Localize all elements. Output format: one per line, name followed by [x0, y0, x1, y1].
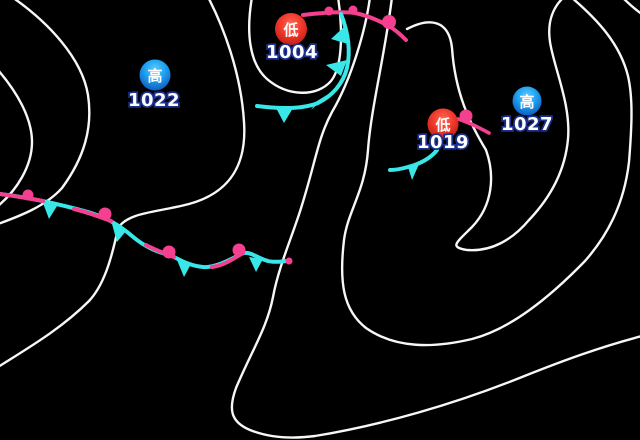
cold-triangle	[408, 162, 420, 180]
cold-triangle	[43, 203, 57, 219]
isobar-trough-hairpin	[405, 0, 570, 252]
high-symbol: 高	[147, 67, 162, 85]
pressure-value-label: 1022	[128, 90, 180, 111]
warm-bump	[324, 6, 334, 16]
cold-triangle	[177, 260, 191, 277]
warm-front-end-dot	[285, 257, 293, 265]
pressure-value-label: 1004	[266, 42, 318, 63]
isobar-top-right-corner	[623, 0, 640, 15]
warm-bump	[382, 15, 396, 29]
high-pressure-circle	[139, 59, 171, 91]
warm-bump	[348, 5, 358, 15]
front-cold-1019	[388, 148, 439, 180]
pressure-value-label: 1027	[501, 114, 553, 135]
warm-bump	[22, 189, 34, 201]
pressure-marker-low-1019: 低 1019	[415, 108, 470, 155]
low-symbol: 低	[282, 21, 298, 39]
isobar-top-left	[0, 0, 91, 225]
warm-bump	[98, 207, 112, 221]
front-warm-1019	[456, 109, 491, 135]
front-warm-1004	[301, 5, 408, 42]
cold-triangle	[331, 26, 348, 44]
isobar-long-south	[230, 0, 640, 439]
low-symbol: 低	[434, 116, 450, 134]
pressure-value-label: 1019	[417, 132, 469, 153]
isobar-left-bump	[0, 70, 34, 206]
front-cold-1004	[255, 12, 351, 123]
stationary-front-warm-seg-1	[0, 192, 45, 203]
front-stationary-west	[0, 189, 293, 277]
high-symbol: 高	[519, 93, 534, 111]
high-pressure-circle	[512, 86, 542, 116]
cold-triangle	[311, 93, 330, 110]
cold-front-1004-line	[255, 12, 351, 110]
warm-front-1019-line	[456, 117, 491, 135]
isobar-central-sweep	[0, 0, 246, 368]
low-pressure-circle	[275, 13, 307, 45]
cold-triangle	[276, 108, 293, 123]
warm-bump	[232, 243, 246, 257]
isobar-outer-ridge	[340, 0, 633, 347]
warm-bump	[459, 109, 473, 123]
pressure-marker-low-1004: 低 1004	[264, 13, 319, 65]
pressure-marker-high-1027: 高 1027	[499, 86, 554, 137]
low-pressure-circle	[427, 108, 459, 140]
cold-triangle	[326, 60, 347, 76]
pressure-marker-high-1022: 高 1022	[126, 59, 181, 113]
cold-triangle	[112, 224, 126, 242]
warm-bump	[162, 245, 176, 259]
cold-triangle	[249, 257, 263, 272]
